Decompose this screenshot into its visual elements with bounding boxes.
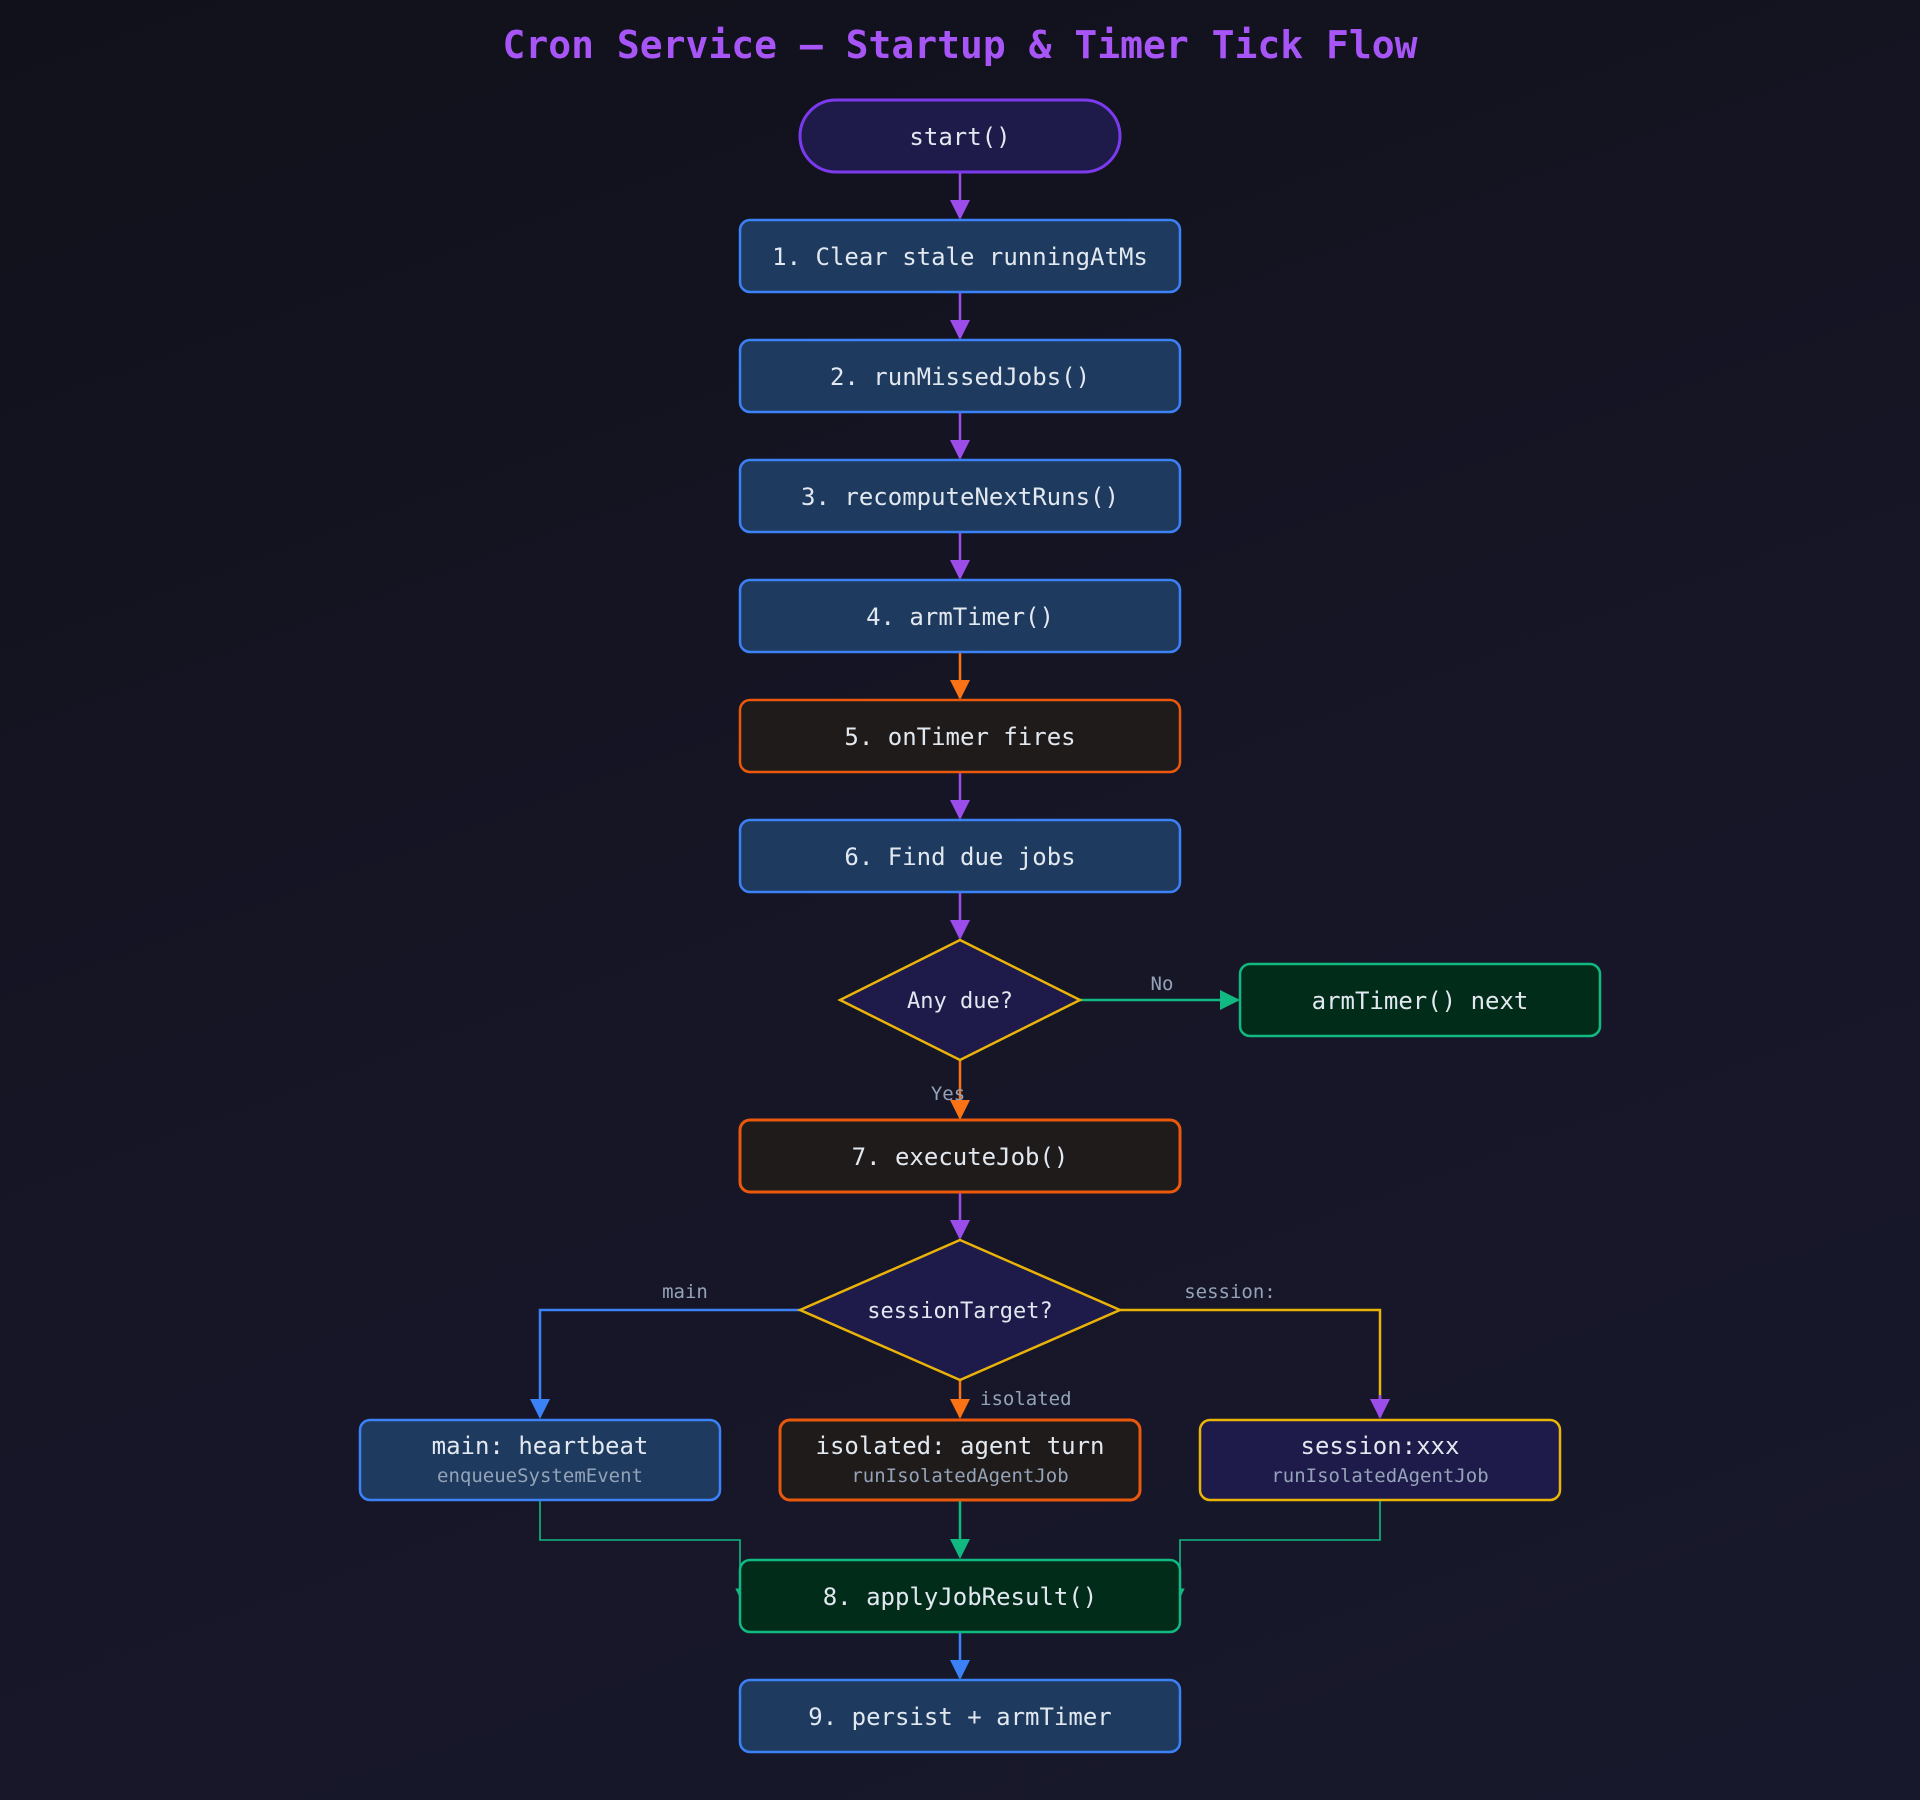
node-step3: 3. recomputeNextRuns() [738, 458, 1182, 534]
node-step5: 5. onTimer fires [738, 698, 1182, 774]
node-step3-label: 3. recomputeNextRuns() [801, 483, 1119, 511]
decision-any-due-label: Any due? [907, 989, 1013, 1014]
node-step7: 7. executeJob() [738, 1118, 1182, 1194]
node-isolated-title: isolated: agent turn [816, 1432, 1105, 1460]
node-session-xxx: session:xxx runIsolatedAgentJob [1198, 1418, 1562, 1502]
node-start: start() [798, 98, 1122, 174]
edge-sessionxxx-step8 [1175, 1500, 1381, 1598]
node-step5-label: 5. onTimer fires [844, 723, 1075, 751]
node-step8: 8. applyJobResult() [738, 1558, 1182, 1634]
node-main-title: main: heartbeat [432, 1432, 649, 1460]
node-step1: 1. Clear stale runningAtMs [738, 218, 1182, 294]
node-session-title: session:xxx [1301, 1432, 1460, 1460]
edge-session-sessionxxx [1120, 1308, 1382, 1417]
decision-session-target: sessionTarget? [796, 1238, 1124, 1382]
node-isolated-agent: isolated: agent turn runIsolatedAgentJob [778, 1418, 1142, 1502]
node-main-sub: enqueueSystemEvent [437, 1465, 643, 1487]
edge-label-main: main [662, 1281, 708, 1303]
edge-main-step8 [539, 1500, 745, 1598]
edge-label-isolated: isolated [980, 1388, 1072, 1410]
diagram-title: Cron Service — Startup & Timer Tick Flow [502, 23, 1417, 67]
node-session-sub: runIsolatedAgentJob [1271, 1465, 1488, 1487]
node-arm-next: armTimer() next [1238, 962, 1602, 1038]
node-step4: 4. armTimer() [738, 578, 1182, 654]
node-step7-label: 7. executeJob() [852, 1143, 1069, 1171]
node-main-heartbeat: main: heartbeat enqueueSystemEvent [358, 1418, 722, 1502]
node-step1-label: 1. Clear stale runningAtMs [772, 243, 1148, 271]
edges [530, 172, 1390, 1680]
node-step2: 2. runMissedJobs() [738, 338, 1182, 414]
node-step8-label: 8. applyJobResult() [823, 1583, 1098, 1611]
node-step9-label: 9. persist + armTimer [808, 1703, 1111, 1731]
node-arm-next-label: armTimer() next [1312, 987, 1529, 1015]
node-step4-label: 4. armTimer() [866, 603, 1054, 631]
node-step6: 6. Find due jobs [738, 818, 1182, 894]
node-step9: 9. persist + armTimer [738, 1678, 1182, 1754]
decision-any-due: Any due? [837, 938, 1083, 1062]
node-start-label: start() [909, 123, 1010, 151]
edge-label-no: No [1151, 973, 1174, 995]
edge-label-session: session: [1184, 1281, 1276, 1303]
edge-session-main [530, 1308, 800, 1419]
node-step2-label: 2. runMissedJobs() [830, 363, 1090, 391]
node-isolated-sub: runIsolatedAgentJob [851, 1465, 1068, 1487]
decision-session-target-label: sessionTarget? [867, 1299, 1052, 1324]
edge-label-yes: Yes [931, 1083, 965, 1105]
node-step6-label: 6. Find due jobs [844, 843, 1075, 871]
